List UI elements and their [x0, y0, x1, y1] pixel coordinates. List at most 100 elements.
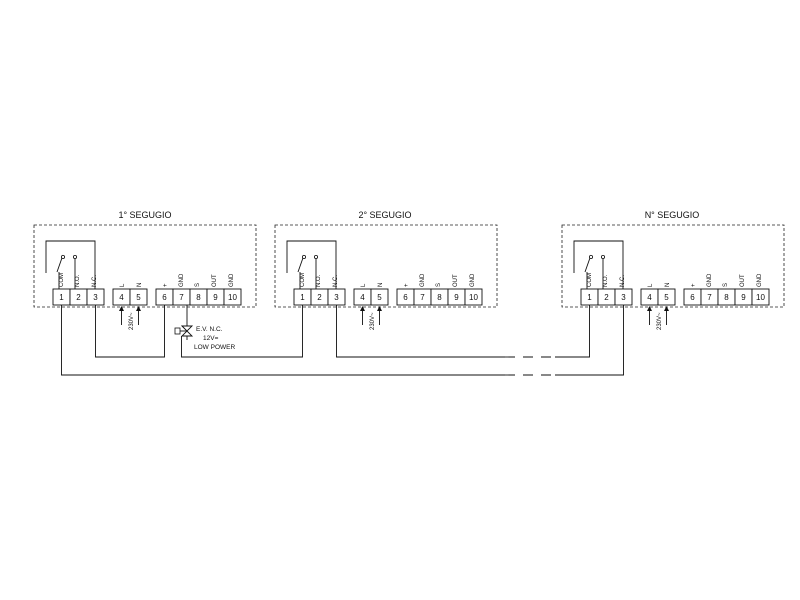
- unit-1-title: 1° SEGUGIO: [118, 210, 171, 220]
- unit-n-terminal-number: 2: [604, 293, 609, 302]
- wire-valve-to-unit2-com: [181, 305, 303, 358]
- unit-1-terminal-number: 1: [59, 293, 64, 302]
- unit-1-pin-label-com: COM: [59, 273, 65, 287]
- unit-2-pin-label-plus: +: [404, 283, 410, 287]
- unit-2-terminal-number: 4: [360, 293, 365, 302]
- unit-2-terminal-block-b: 4 5: [353, 288, 389, 306]
- unit-1-terminal-number: 6: [162, 293, 167, 302]
- valve-label-line2: 12V=: [203, 335, 219, 342]
- unit-1-relay-contact-icon: [45, 240, 96, 289]
- unit-2-terminal-number: 8: [437, 293, 442, 302]
- wire-nc-to-valve: [95, 305, 165, 358]
- wire-common-to-unitn-nc: [555, 305, 624, 376]
- unit-n-pin-label-plus: +: [691, 283, 697, 287]
- unit-2-pin-label-gnd2: GND: [470, 273, 476, 287]
- unit-2: 2° SEGUGIO COM N.O. N.C. L N + GND S OUT…: [274, 210, 498, 330]
- wire-to-unitn-com: [555, 305, 590, 358]
- unit-2-pin-label-l: L: [361, 283, 367, 287]
- unit-n-terminal-block-c: 6 7 8 9 10: [683, 288, 770, 306]
- unit-n: N° SEGUGIO COM N.O. N.C. L N + GND S OUT…: [561, 210, 785, 330]
- unit-2-title: 2° SEGUGIO: [358, 210, 411, 220]
- unit-1-terminal-number: 7: [179, 293, 184, 302]
- unit-1-enclosure: [33, 224, 257, 308]
- unit-1-terminal-number: 2: [76, 293, 81, 302]
- unit-2-terminal-number: 5: [377, 293, 382, 302]
- unit-n-terminal-number: 5: [664, 293, 669, 302]
- unit-n-terminal-number: 1: [587, 293, 592, 302]
- unit-1-terminal-number: 9: [213, 293, 218, 302]
- unit-n-relay-contact-icon: [573, 240, 624, 289]
- unit-2-voltage-label: 230V~: [370, 312, 376, 330]
- unit-2-terminal-number: 10: [469, 293, 478, 302]
- valve-label-line1: E.V. N.C.: [196, 326, 223, 333]
- unit-1-terminal-block-c: 6 7 8 9 10: [155, 288, 242, 306]
- unit-2-pin-label-nc: N.C.: [333, 275, 339, 287]
- solenoid-valve-icon: [174, 305, 194, 352]
- unit-n-pin-label-com: COM: [587, 273, 593, 287]
- unit-2-terminal-number: 9: [454, 293, 459, 302]
- unit-n-terminal-number: 3: [621, 293, 626, 302]
- unit-n-voltage-label: 230V~: [657, 312, 663, 330]
- unit-1-pin-label-plus: +: [163, 283, 169, 287]
- unit-n-power-arrows-icon: [647, 306, 669, 325]
- valve-label-line3: LOW POWER: [194, 344, 235, 351]
- unit-1-terminal-number: 8: [196, 293, 201, 302]
- unit-1-pin-label-n: N: [137, 283, 143, 287]
- unit-1-pin-label-s: S: [195, 283, 201, 287]
- unit-2-enclosure: [274, 224, 498, 308]
- unit-1-voltage-label: 230V~: [129, 312, 135, 330]
- unit-2-terminal-number: 6: [403, 293, 408, 302]
- unit-1-terminal: [129, 288, 148, 306]
- unit-n-terminal-block-b: 4 5: [640, 288, 676, 306]
- unit-2-pin-label-no: N.O.: [316, 274, 322, 287]
- unit-1-power-arrows-icon: [119, 306, 141, 325]
- unit-2-terminal-number: 3: [334, 293, 339, 302]
- unit-1-pin-label-no: N.O.: [75, 274, 81, 287]
- unit-n-terminal-block-a: 1 2 3: [580, 288, 633, 306]
- unit-2-terminal-block-c: 6 7 8 9 10: [396, 288, 483, 306]
- unit-2-power-arrows-icon: [360, 306, 382, 325]
- unit-n-pin-label-no: N.O.: [603, 274, 609, 287]
- unit-n-terminal-number: 4: [647, 293, 652, 302]
- wire-common-line: [61, 305, 505, 376]
- unit-n-terminal-number: 6: [690, 293, 695, 302]
- unit-n-terminal-number: 10: [756, 293, 765, 302]
- unit-2-pin-label-gnd: GND: [420, 273, 426, 287]
- unit-1-terminal-number: 10: [228, 293, 237, 302]
- unit-1-pin-label-nc: N.C.: [92, 275, 98, 287]
- unit-1-terminal-number: 3: [93, 293, 98, 302]
- unit-1-pin-label-out: OUT: [212, 274, 218, 287]
- unit-n-pin-label-gnd: GND: [707, 273, 713, 287]
- unit-n-pin-label-n: N: [665, 283, 671, 287]
- unit-2-pin-label-s: S: [436, 283, 442, 287]
- unit-1-terminal-block-b: 4 5: [112, 288, 148, 306]
- unit-1-terminal: [223, 288, 242, 306]
- wire-unit2-nc: [336, 305, 505, 358]
- unit-1-terminal-number: 5: [136, 293, 141, 302]
- unit-1-pin-label-l: L: [120, 283, 126, 287]
- unit-2-pin-label-out: OUT: [453, 274, 459, 287]
- unit-2-pin-label-com: COM: [300, 273, 306, 287]
- unit-n-pin-label-out: OUT: [740, 274, 746, 287]
- unit-1: 1° SEGUGIO COM N.O. N.C. L N + GND S OUT…: [33, 210, 257, 330]
- unit-n-pin-label-nc: N.C.: [620, 275, 626, 287]
- unit-2-pin-label-n: N: [378, 283, 384, 287]
- unit-n-terminal: [751, 288, 770, 306]
- unit-2-terminal-number: 2: [317, 293, 322, 302]
- unit-2-terminal-number: 1: [300, 293, 305, 302]
- unit-1-terminal-number: 4: [119, 293, 124, 302]
- unit-n-terminal-number: 8: [724, 293, 729, 302]
- unit-n-terminal: [657, 288, 676, 306]
- unit-1-terminal-block-a: 1 2 3: [52, 288, 105, 306]
- unit-2-terminal: [464, 288, 483, 306]
- unit-2-terminal-block-a: 1 2 3: [293, 288, 346, 306]
- unit-n-terminal-number: 9: [741, 293, 746, 302]
- unit-n-pin-label-s: S: [723, 283, 729, 287]
- unit-2-terminal-number: 7: [420, 293, 425, 302]
- unit-1-pin-label-gnd2: GND: [229, 273, 235, 287]
- interconnect-wires: [61, 305, 624, 376]
- unit-n-pin-label-gnd2: GND: [757, 273, 763, 287]
- unit-1-pin-label-gnd: GND: [179, 273, 185, 287]
